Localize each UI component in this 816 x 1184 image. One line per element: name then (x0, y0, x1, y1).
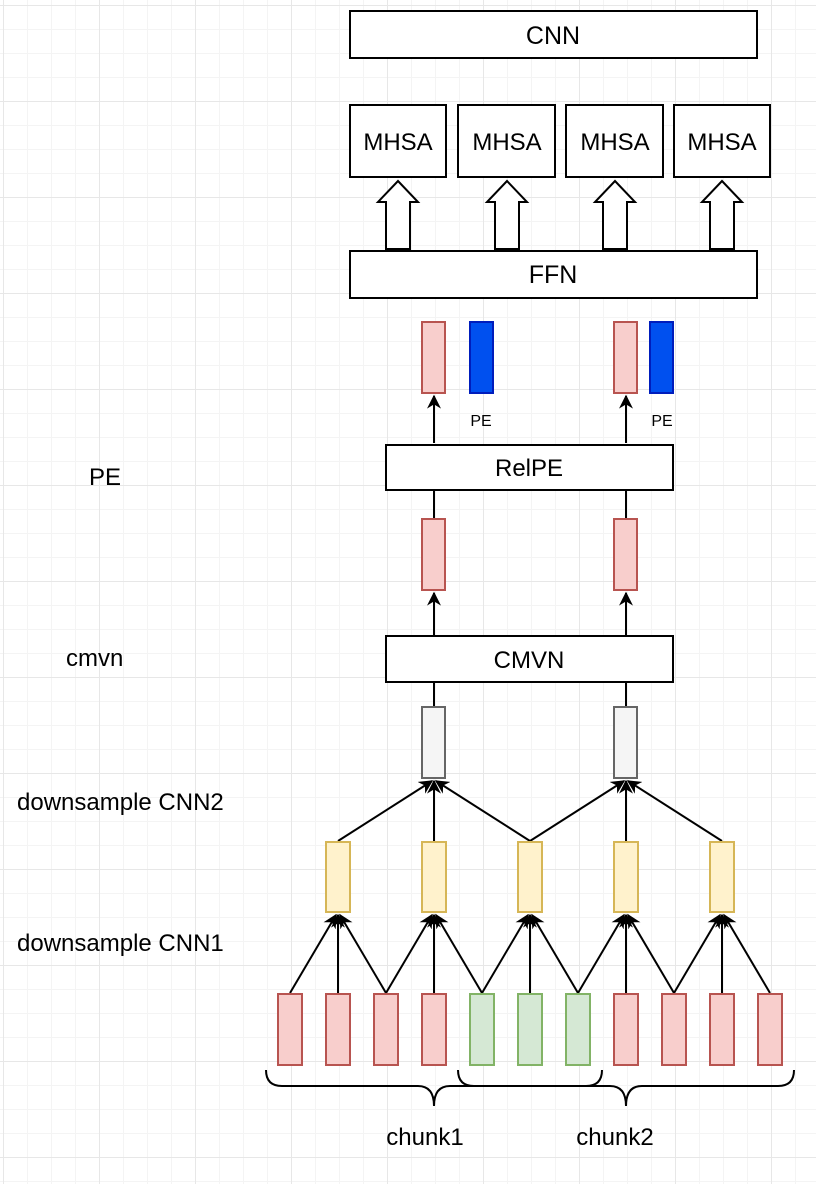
block-arrow-4 (699, 179, 745, 250)
block-arrow-1 (375, 179, 421, 250)
input-frames (277, 993, 783, 1066)
input-frame-11 (757, 993, 783, 1066)
pe-tag-1: PE (470, 413, 491, 430)
mhsa-label-3: MHSA (580, 129, 649, 156)
side-label-pe: PE (89, 464, 121, 491)
input-frame-6 (517, 993, 543, 1066)
mhsa-block-4: MHSA (673, 104, 771, 178)
cnn2-connections (337, 779, 723, 842)
cnn1-output-frame-5 (709, 841, 735, 913)
input-frame-7 (565, 993, 591, 1066)
cnn2-output-frame-2 (613, 706, 638, 779)
input-frame-2 (325, 993, 351, 1066)
input-frame-3 (373, 993, 399, 1066)
mhsa-label-2: MHSA (472, 129, 541, 156)
relpe-output-frame-1 (421, 321, 446, 394)
cnn1-output-frame-4 (613, 841, 639, 913)
chunk2-label: chunk2 (576, 1124, 653, 1151)
chunk2-brace (457, 1069, 795, 1107)
cnn1-connections (289, 913, 771, 994)
input-frame-9 (661, 993, 687, 1066)
block-arrow-2 (484, 179, 530, 250)
mhsa-block-3: MHSA (565, 104, 664, 178)
relpe-block: RelPE (385, 444, 674, 491)
cmvn-block: CMVN (385, 635, 674, 683)
input-frame-5 (469, 993, 495, 1066)
cmvn-output-frame-1 (421, 518, 446, 591)
chunk1-label: chunk1 (386, 1124, 463, 1151)
cmvn-label: CMVN (494, 647, 565, 674)
cnn1-output-frame-1 (325, 841, 351, 913)
pe-vector-2 (649, 321, 674, 394)
input-frame-1 (277, 993, 303, 1066)
ffn-label: FFN (529, 261, 578, 289)
input-frame-8 (613, 993, 639, 1066)
pe-vector-1 (469, 321, 494, 394)
block-arrow-3 (592, 179, 638, 250)
side-label-downsample-cnn1: downsample CNN1 (17, 930, 224, 957)
pe-tag-2: PE (651, 413, 672, 430)
cnn2-output-frame-1 (421, 706, 446, 779)
ffn-block: FFN (349, 250, 758, 299)
side-label-downsample-cnn2: downsample CNN2 (17, 789, 224, 816)
cmvn-output-frame-2 (613, 518, 638, 591)
input-frame-10 (709, 993, 735, 1066)
chunk1-brace (265, 1069, 603, 1107)
side-label-cmvn: cmvn (66, 645, 123, 672)
mhsa-block-2: MHSA (457, 104, 556, 178)
relpe-output-frame-2 (613, 321, 638, 394)
mhsa-label-1: MHSA (363, 129, 432, 156)
input-frame-4 (421, 993, 447, 1066)
relpe-label: RelPE (495, 455, 563, 482)
mhsa-label-4: MHSA (687, 129, 756, 156)
cnn1-output-frame-3 (517, 841, 543, 913)
cnn1-output-frame-2 (421, 841, 447, 913)
cnn-block: CNN (349, 10, 758, 59)
cnn-label: CNN (526, 22, 580, 50)
mhsa-block-1: MHSA (349, 104, 447, 178)
